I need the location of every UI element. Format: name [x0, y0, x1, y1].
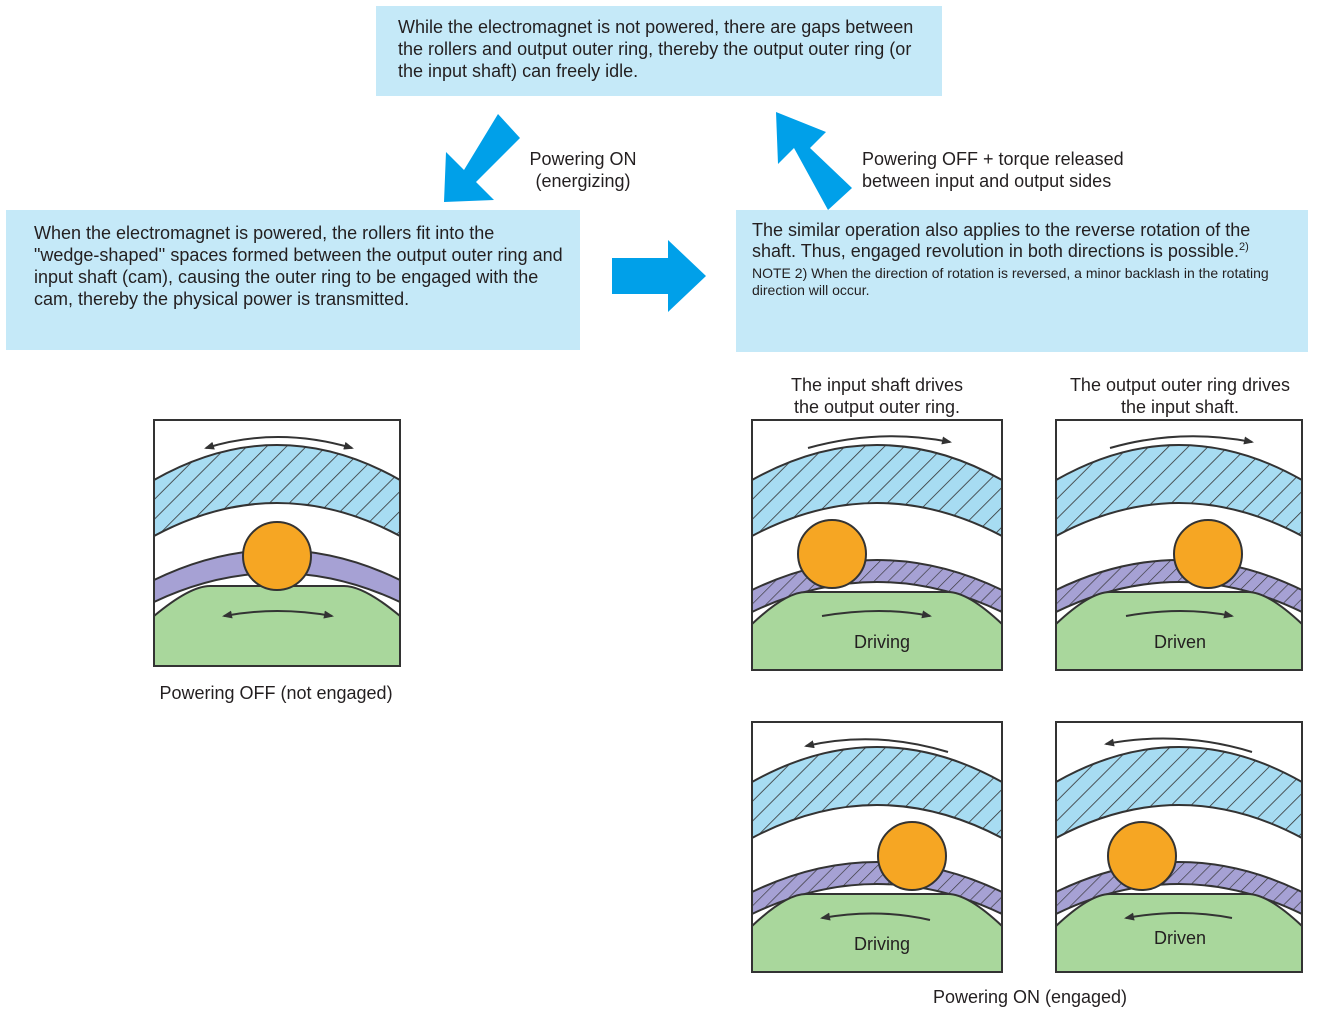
reverse-description-text: The similar operation also applies to th…: [752, 220, 1251, 261]
input-drives-heading: The input shaft drives the output outer …: [790, 375, 964, 417]
on-panel-driven-cw: Driven: [1055, 419, 1303, 671]
input-cam: [751, 591, 1003, 671]
reverse-description-box: The similar operation also applies to th…: [736, 210, 1308, 352]
driving-label: Driving: [854, 632, 910, 652]
retainer: [153, 549, 401, 604]
cam-arrow: [1125, 610, 1234, 619]
cam-double-arrow: [222, 610, 334, 619]
off-state-panel: [153, 419, 401, 667]
roller: [1107, 821, 1177, 891]
idle-description-text: While the electromagnet is not powered, …: [398, 17, 914, 81]
idle-description-box: While the electromagnet is not powered, …: [376, 6, 942, 96]
input-cam: [1055, 591, 1303, 671]
roller: [1173, 519, 1243, 589]
on-state-caption: Powering ON (engaged): [932, 987, 1128, 1007]
outer-ring-double-arrow: [204, 436, 354, 450]
outer-ring-arrow: [807, 435, 952, 449]
outer-ring: [751, 746, 1003, 840]
input-cam: [1055, 893, 1303, 973]
outer-ring: [1055, 444, 1303, 538]
backlash-note: NOTE 2) When the direction of rotation i…: [752, 265, 1269, 298]
engage-transition-arrow: [612, 240, 706, 312]
off-state-caption: Powering OFF (not engaged): [159, 683, 393, 703]
on-panel-driving-ccw: Driving: [751, 721, 1003, 973]
retainer: [1055, 559, 1303, 614]
powering-on-label: Powering ON (energizing): [529, 149, 637, 191]
outer-ring-arrow: [804, 738, 949, 753]
cam-arrow: [820, 912, 931, 921]
cam-arrow: [1124, 912, 1233, 921]
outer-ring-arrow: [1104, 737, 1253, 753]
powering-off-label: Powering OFF + torque released between i…: [862, 149, 1124, 191]
outer-ring: [751, 444, 1003, 538]
driven-label: Driven: [1154, 632, 1206, 652]
output-drives-heading: The output outer ring drives the input s…: [1069, 375, 1291, 417]
driving-label: Driving: [854, 934, 910, 954]
roller: [797, 519, 867, 589]
on-panel-driving-cw: Driving: [751, 419, 1003, 671]
outer-ring-arrow: [1109, 435, 1254, 449]
roller: [877, 821, 947, 891]
powering-off-arrow: [776, 112, 852, 210]
engage-description-box: When the electromagnet is powered, the r…: [6, 210, 580, 350]
input-cam: [751, 893, 1003, 973]
input-cam: [153, 585, 401, 667]
driven-label: Driven: [1154, 928, 1206, 948]
engage-description-text: When the electromagnet is powered, the r…: [34, 223, 563, 309]
on-panel-driven-ccw: Driven: [1055, 721, 1303, 973]
roller: [242, 521, 312, 591]
powering-on-arrow: [444, 114, 520, 202]
outer-ring: [1055, 746, 1303, 840]
footnote-ref: 2): [1238, 241, 1249, 253]
cam-arrow: [821, 610, 932, 619]
